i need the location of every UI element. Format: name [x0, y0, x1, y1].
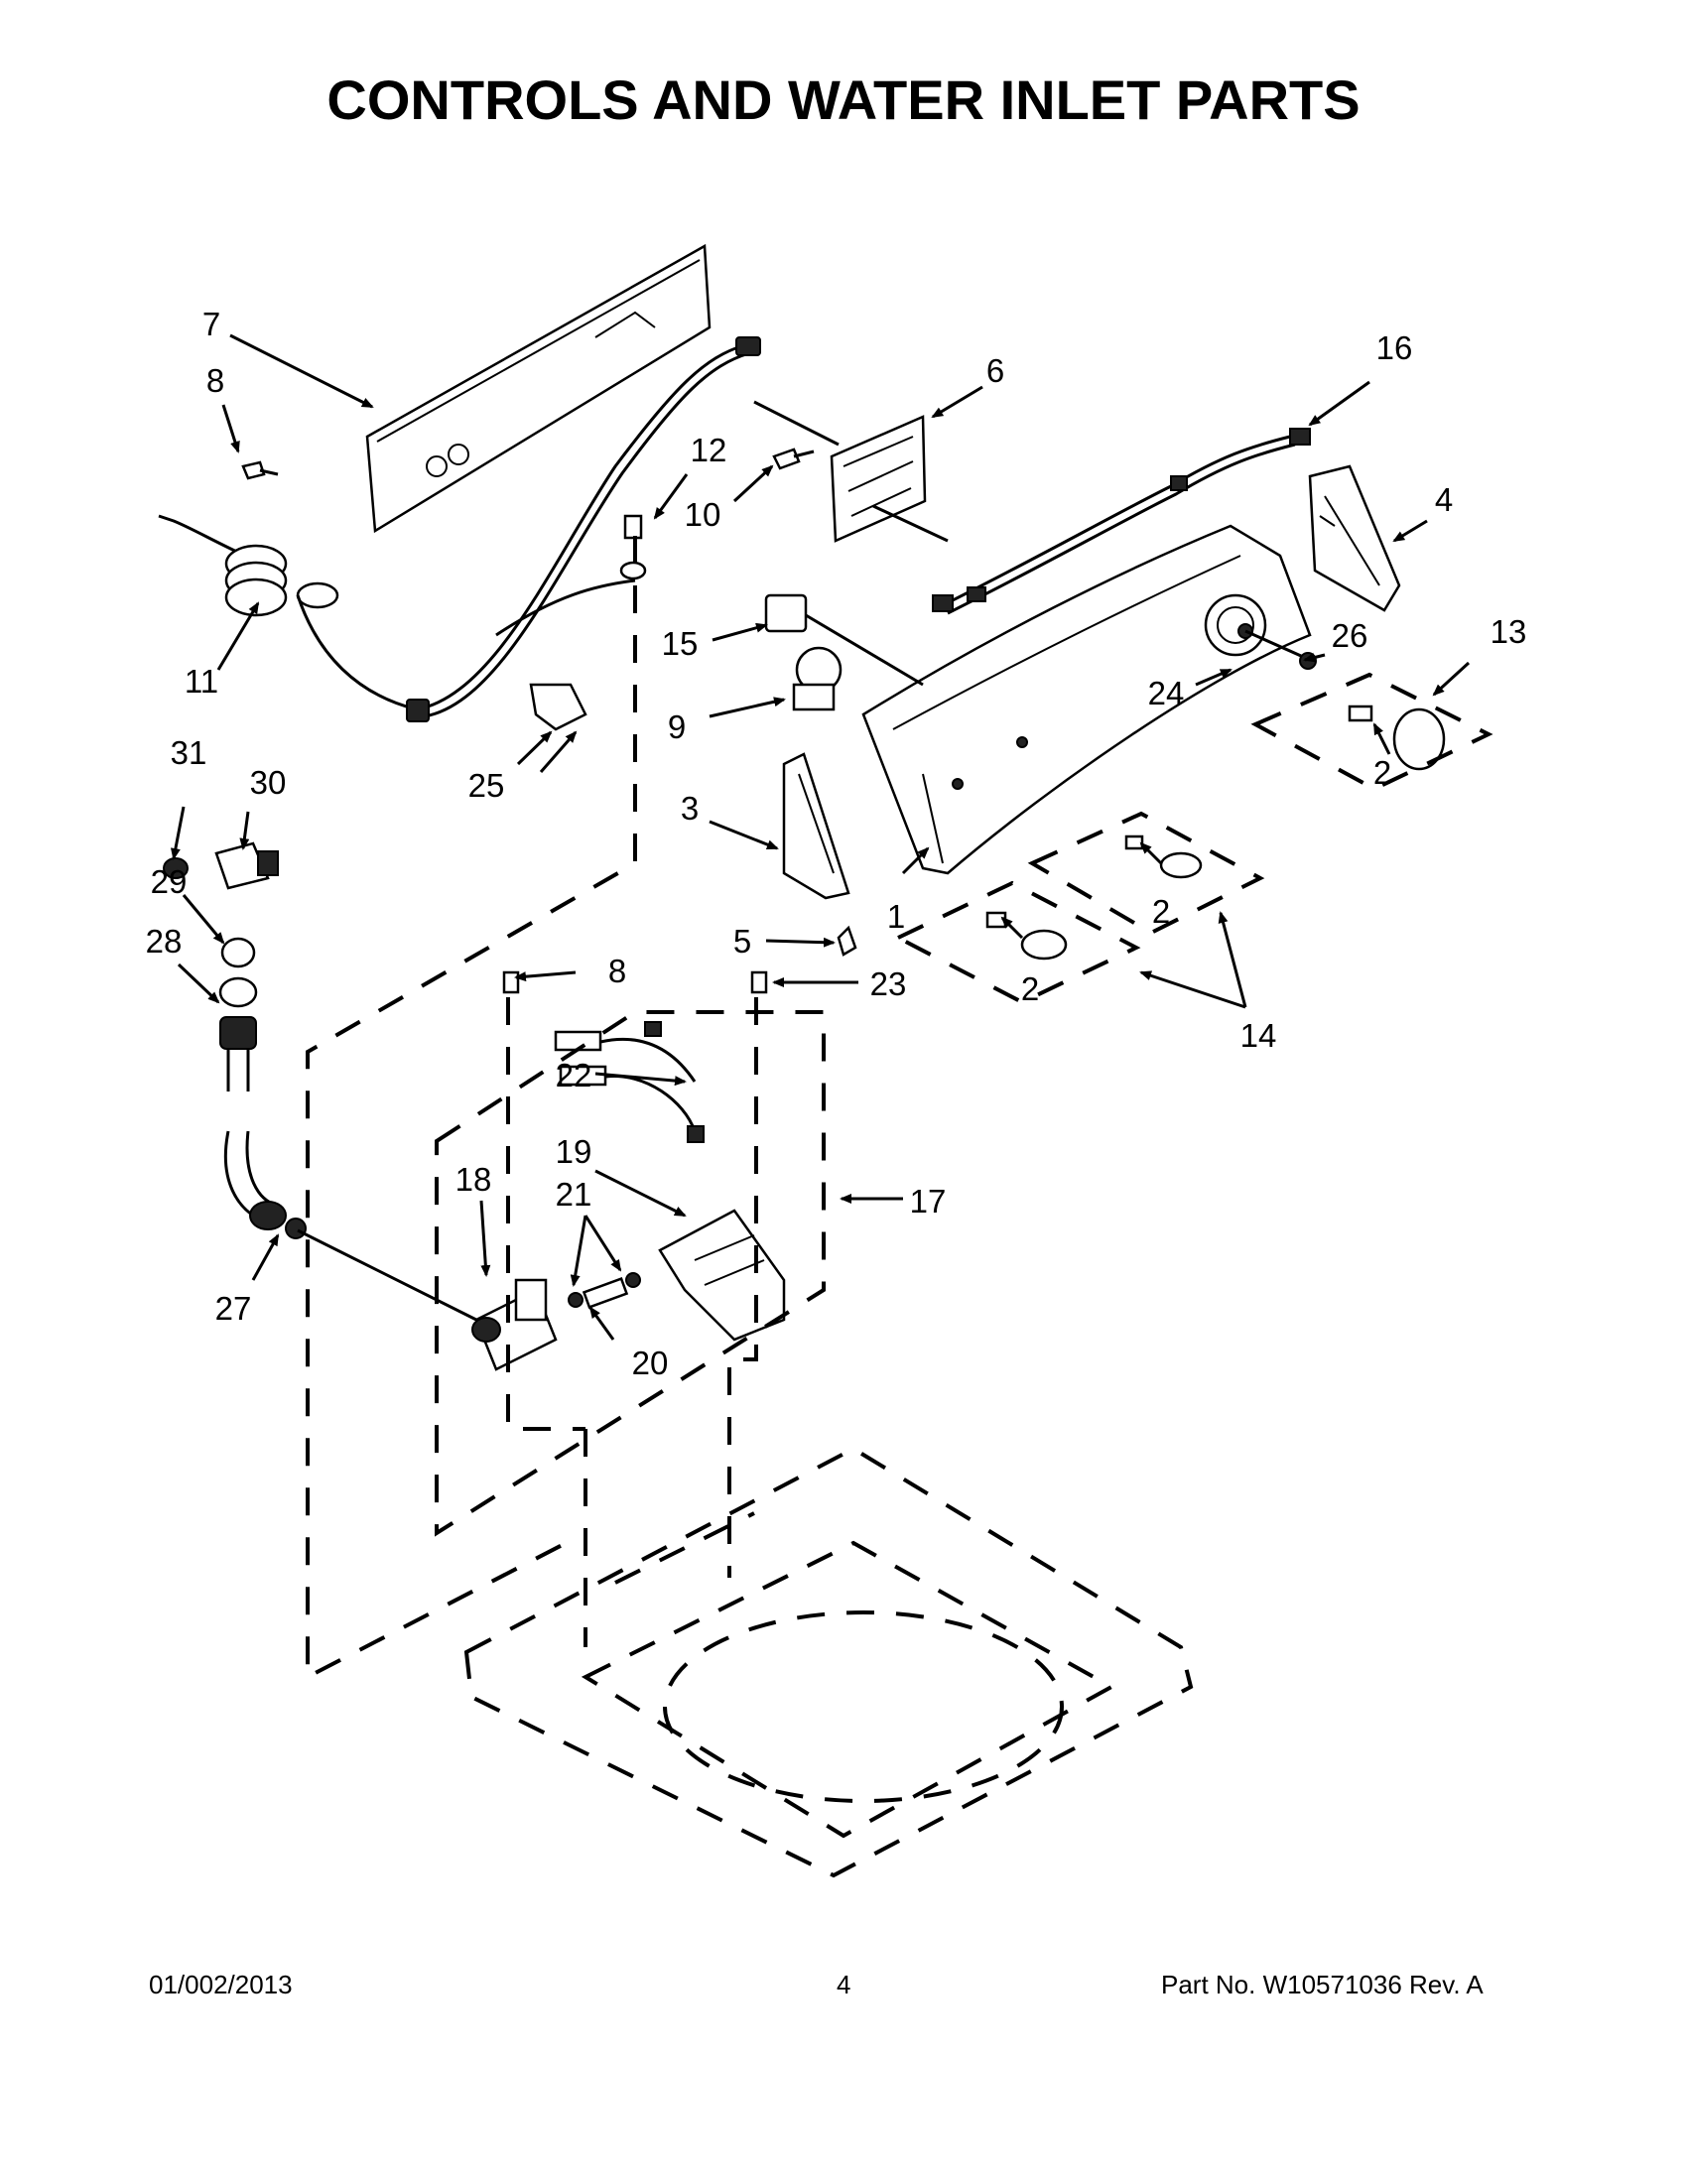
footer-date: 01/002/2013 — [149, 1970, 293, 1999]
knob-left-part — [985, 911, 1068, 961]
callout-13: 13 — [1491, 613, 1527, 650]
callout-10: 10 — [685, 496, 721, 533]
upper-harness-part — [932, 428, 1311, 615]
callout-30: 30 — [250, 764, 287, 801]
leader-arrows — [170, 333, 1471, 1341]
knob-middle-part — [1124, 835, 1203, 879]
knob-group-left-outline — [893, 880, 1141, 1005]
dispenser-part — [658, 1209, 786, 1342]
callout-1: 1 — [887, 898, 905, 935]
switch-9-part — [792, 646, 843, 711]
callout-31: 31 — [171, 734, 207, 771]
clip-5-part — [837, 925, 857, 957]
callout-labels: 7 8 11 12 10 6 16 4 13 26 24 15 9 25 3 1… — [146, 306, 1527, 1381]
callout-2-right: 2 — [1373, 754, 1391, 791]
callout-23: 23 — [870, 965, 907, 1002]
console-part — [861, 524, 1317, 875]
control-board-part — [753, 400, 949, 543]
callout-22: 22 — [556, 1057, 592, 1093]
callout-12: 12 — [691, 432, 727, 468]
callout-24: 24 — [1148, 675, 1185, 711]
callout-20: 20 — [632, 1345, 669, 1381]
knob-right-part — [1348, 705, 1446, 771]
callout-25: 25 — [468, 767, 505, 804]
callout-27: 27 — [215, 1290, 252, 1327]
valve-dispenser-group-outline — [435, 1010, 826, 1537]
water-valve-part — [297, 1228, 558, 1371]
callout-3: 3 — [681, 790, 699, 827]
callout-15: 15 — [662, 625, 699, 662]
end-cap-part — [1308, 464, 1401, 612]
clip-25-part — [529, 683, 587, 731]
console-knob-group-outline — [1250, 672, 1493, 792]
screw-23-part — [750, 970, 768, 994]
callout-2-left: 2 — [1021, 970, 1039, 1007]
callout-2-middle: 2 — [1152, 893, 1170, 930]
callout-28: 28 — [146, 923, 183, 960]
callout-6: 6 — [986, 352, 1004, 389]
side-panel-part — [782, 752, 850, 900]
screw-8-lower-part — [502, 970, 520, 994]
callout-4: 4 — [1435, 481, 1453, 518]
pressure-switch-part — [764, 593, 924, 687]
callout-16: 16 — [1376, 329, 1413, 366]
callout-8-lower: 8 — [608, 953, 626, 989]
callout-19: 19 — [556, 1133, 592, 1170]
callout-7: 7 — [202, 306, 220, 342]
power-cord-part — [158, 514, 418, 711]
footer-part-number: Part No. W10571036 Rev. A — [1161, 1970, 1484, 1999]
wire-harness-part — [406, 336, 761, 722]
callout-11: 11 — [185, 663, 218, 700]
callout-26: 26 — [1332, 617, 1368, 654]
callout-18: 18 — [455, 1161, 492, 1198]
cabinet-top-part — [463, 1446, 1194, 1878]
rear-panel-part — [365, 243, 712, 534]
callout-8-top: 8 — [206, 362, 224, 399]
screw-10-part — [772, 448, 815, 470]
callout-17: 17 — [910, 1183, 947, 1220]
knob-group-middle-outline — [1027, 811, 1265, 936]
callout-9: 9 — [668, 708, 686, 745]
callout-21: 21 — [556, 1176, 592, 1213]
mount-lines — [506, 997, 758, 1647]
callout-5: 5 — [733, 923, 751, 960]
callout-14: 14 — [1240, 1017, 1277, 1054]
callout-29: 29 — [151, 863, 188, 900]
footer-page-number: 4 — [837, 1970, 851, 1999]
inlet-hose-part — [163, 841, 307, 1239]
cabinet-mount-outline — [306, 536, 637, 1681]
valve-hose-part — [568, 1272, 641, 1309]
screw-8-top-part — [241, 460, 279, 480]
page-title: CONTROLS AND WATER INLET PARTS — [326, 68, 1360, 131]
